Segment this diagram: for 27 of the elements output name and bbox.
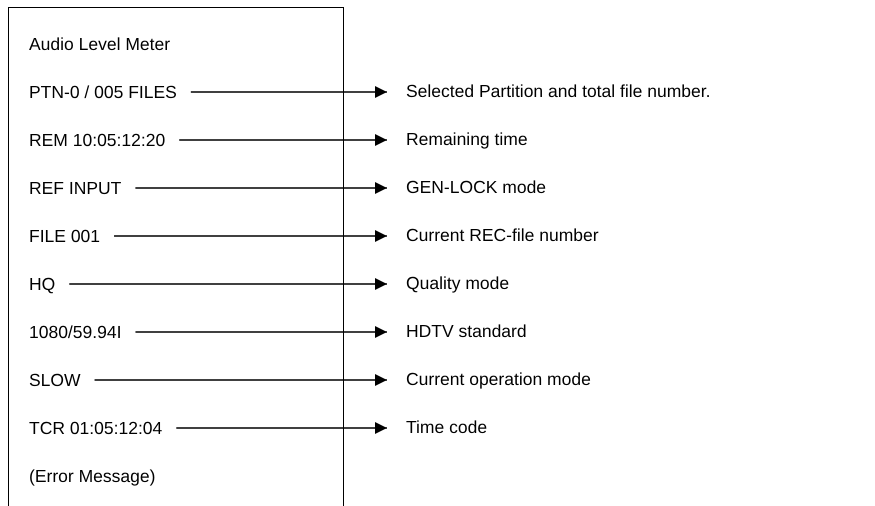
leader-arrow bbox=[135, 182, 387, 194]
display-readout: 1080/59.94I bbox=[29, 321, 136, 343]
display-readout: REM 10:05:12:20 bbox=[29, 129, 180, 151]
leader-arrow bbox=[69, 278, 387, 290]
leader-arrow bbox=[179, 134, 387, 146]
description-text: Current operation mode bbox=[406, 368, 591, 390]
description-text: HDTV standard bbox=[406, 320, 527, 342]
display-readout: Audio Level Meter bbox=[29, 33, 184, 55]
description-text: GEN-LOCK mode bbox=[406, 176, 546, 198]
display-readout: HQ bbox=[29, 273, 70, 295]
display-readout: PTN-0 / 005 FILES bbox=[29, 81, 191, 103]
leader-arrow bbox=[94, 374, 387, 386]
description-text: Quality mode bbox=[406, 272, 510, 294]
display-readout: REF INPUT bbox=[29, 177, 136, 199]
description-text: Remaining time bbox=[406, 128, 528, 150]
description-text: Selected Partition and total file number. bbox=[406, 80, 710, 102]
description-text: Time code bbox=[406, 416, 488, 438]
display-readout: TCR 01:05:12:04 bbox=[29, 417, 176, 439]
leader-arrow bbox=[135, 326, 387, 338]
leader-arrow bbox=[176, 422, 387, 434]
description-text: Current REC-file number bbox=[406, 224, 599, 246]
display-readout: SLOW bbox=[29, 369, 95, 391]
display-readout: FILE 001 bbox=[29, 225, 114, 247]
leader-arrow bbox=[114, 230, 387, 242]
display-readout: (Error Message) bbox=[29, 465, 170, 487]
leader-arrow bbox=[190, 86, 387, 98]
display-panel bbox=[8, 7, 344, 506]
